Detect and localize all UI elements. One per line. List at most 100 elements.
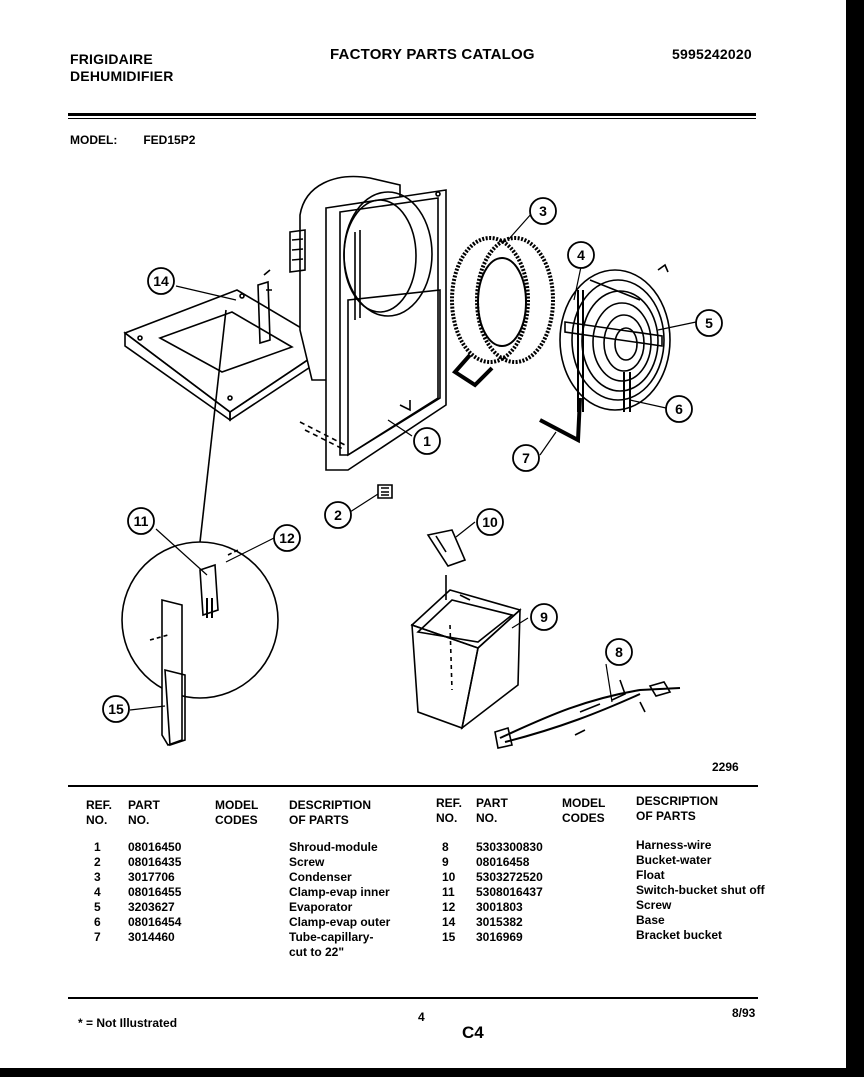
table-row-ref: 14 — [442, 915, 456, 929]
callout-label: 10 — [482, 514, 498, 530]
left-part-column: 08016450 08016435 3017706 08016455 32036… — [128, 840, 181, 945]
brand-name: FRIGIDAIRE — [70, 51, 153, 67]
right-ref-column: 8 9 10 11 12 14 15 — [442, 840, 455, 945]
callout-9 — [530, 603, 558, 631]
right-desc-column: Harness-wire Bucket-water Float Switch-b… — [636, 838, 765, 943]
footnote: * = Not Illustrated — [78, 1016, 178, 1030]
callout-11 — [127, 507, 155, 535]
table-row-ref: 2 — [94, 855, 101, 869]
table-row-part: 08016435 — [128, 855, 182, 869]
table-row-part: 08016450 — [128, 840, 182, 854]
table-row-desc: Shroud-module — [289, 840, 378, 854]
ref-header-left: REF.NO. — [86, 798, 113, 827]
callout-label: 1 — [423, 433, 431, 449]
page-number: 4 — [418, 1010, 425, 1024]
callout-3 — [529, 197, 557, 225]
table-row-part: 3017706 — [128, 870, 175, 884]
table-row-part: 08016454 — [128, 915, 182, 929]
callout-14 — [147, 267, 175, 295]
callout-label: 14 — [153, 273, 169, 289]
callout-15 — [102, 695, 130, 723]
callout-2 — [324, 501, 352, 529]
callout-10 — [476, 508, 504, 536]
table-row-desc: Screw — [289, 855, 325, 869]
callout-label: 2 — [334, 507, 342, 523]
table-bottom-rule — [68, 997, 758, 999]
callout-label: 15 — [108, 701, 124, 717]
table-row-part: 3001803 — [476, 900, 523, 914]
table-row-desc: Bucket-water — [636, 853, 712, 867]
model-label: MODEL: — [70, 133, 118, 147]
table-row-part: 5303300830 — [476, 840, 543, 854]
model-value: FED15P2 — [143, 133, 196, 147]
callout-5 — [695, 309, 723, 337]
callout-6 — [665, 395, 693, 423]
catalog-title: FACTORY PARTS CATALOG — [330, 46, 535, 63]
callout-label: 9 — [540, 609, 548, 625]
table-row-desc: Base — [636, 913, 665, 927]
table-row-desc: Harness-wire — [636, 838, 712, 852]
table-row-part: 5303272520 — [476, 870, 543, 884]
header-rule-thin — [68, 118, 756, 119]
callout-label: 12 — [279, 530, 295, 546]
float-part — [426, 529, 467, 567]
callout-label: 11 — [134, 513, 149, 529]
header-rule — [68, 113, 756, 116]
water-bucket-part — [410, 575, 522, 730]
table-row-part: 08016458 — [476, 855, 530, 869]
right-part-column: 5303300830 08016458 5303272520 530801643… — [476, 840, 543, 945]
switch-detail-view — [121, 309, 279, 747]
capillary-tube-part — [539, 397, 582, 444]
table-row-desc: Evaporator — [289, 900, 353, 914]
table-row-ref: 3 — [94, 870, 101, 884]
callout-7 — [512, 444, 540, 472]
brand-block: FRIGIDAIRE DEHUMIDIFIER — [70, 51, 174, 85]
callout-label: 4 — [577, 247, 585, 263]
table-top-rule — [68, 785, 758, 787]
callout-1 — [413, 427, 441, 455]
table-row-ref: 1 — [94, 840, 101, 854]
table-row-desc-cont: cut to 22" — [289, 945, 345, 959]
page-code: C4 — [462, 1023, 484, 1042]
table-row-ref: 10 — [442, 870, 456, 884]
table-row-part: 3014460 — [128, 930, 175, 944]
table-row-part: 3016969 — [476, 930, 523, 944]
callout-8 — [605, 638, 633, 666]
table-row-ref: 6 — [94, 915, 101, 929]
callout-label: 3 — [539, 203, 547, 219]
model-line: MODEL: FED15P2 — [70, 133, 195, 147]
table-row-ref: 5 — [94, 900, 101, 914]
screw-part — [377, 484, 393, 499]
table-row-desc: Clamp-evap inner — [289, 885, 390, 899]
table-row-desc: Switch-bucket shut off — [636, 883, 765, 897]
condenser-coil-part — [450, 236, 555, 388]
page-edge-right — [846, 0, 864, 1077]
clamp-outer-part — [623, 372, 631, 412]
table-row-desc: Condenser — [289, 870, 352, 884]
shroud-module-part — [289, 175, 447, 471]
revision-date: 8/93 — [732, 1006, 756, 1020]
table-row-ref: 8 — [442, 840, 449, 854]
table-row-ref: 12 — [442, 900, 456, 914]
wire-harness-part — [494, 679, 681, 749]
leader-lines — [129, 212, 697, 711]
table-row-ref: 7 — [94, 930, 101, 944]
callout-label: 5 — [705, 315, 713, 331]
callout-12 — [273, 524, 301, 552]
table-row-ref: 11 — [442, 885, 455, 899]
callout-label: 7 — [522, 450, 530, 466]
table-row-part: 08016455 — [128, 885, 182, 899]
callout-label: 8 — [615, 644, 623, 660]
table-row-ref: 15 — [442, 930, 456, 944]
product-type: DEHUMIDIFIER — [70, 68, 174, 84]
left-ref-column: 1 2 3 4 5 6 7 — [94, 840, 101, 945]
catalog-number: 5995242020 — [672, 46, 752, 62]
table-row-part: 5308016437 — [476, 885, 543, 899]
table-row-desc: Float — [636, 868, 665, 882]
